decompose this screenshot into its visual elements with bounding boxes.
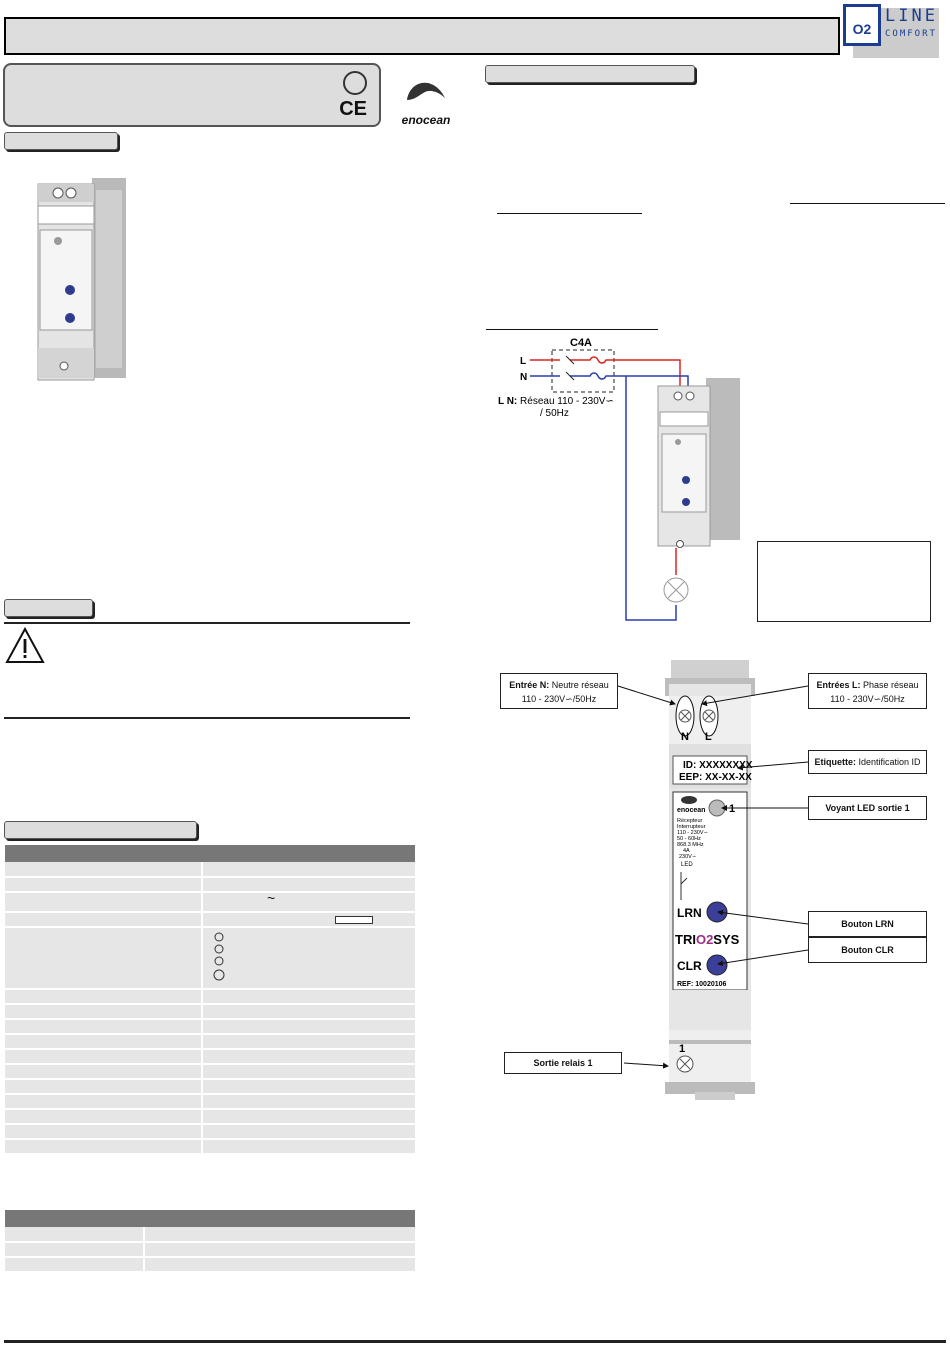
- logo-2: 2: [863, 21, 872, 37]
- callout-arrows: [617, 685, 809, 1069]
- class-circle-icon: [343, 71, 367, 95]
- led-number: 1: [729, 803, 735, 815]
- output-terminal-label: 1: [679, 1043, 685, 1055]
- neutral-wire: [530, 372, 689, 388]
- callout-lrn: Bouton LRN: [808, 911, 927, 937]
- section-tab-warning: [4, 599, 93, 617]
- device-eep-label: EEP: XX-XX-XX: [679, 772, 752, 783]
- ce-mark: CE: [339, 98, 367, 120]
- device-brand: enocean: [677, 807, 705, 814]
- device-desc-line: Interrupteur: [677, 824, 706, 830]
- text-underline: [790, 203, 945, 204]
- logo-line-text: LINE: [885, 6, 938, 26]
- spec-table-header: [5, 845, 415, 862]
- section-tab-wiring: [485, 65, 695, 83]
- o2-line-comfort-logo: O2 LINE COMFORT: [843, 4, 939, 58]
- section-tab-presentation: [4, 132, 118, 150]
- notes-box: [757, 541, 931, 622]
- terminal-l-label: L: [705, 731, 712, 743]
- product-photo: [37, 178, 126, 381]
- device-desc-line: 868.3 MHz: [677, 842, 704, 848]
- breaker-label: C4A: [570, 337, 592, 349]
- enocean-device-icon: [681, 796, 697, 804]
- enocean-logo: enocean: [396, 76, 456, 127]
- callout-led: Voyant LED sortie 1: [808, 796, 927, 820]
- wire-n-label: N: [520, 372, 527, 383]
- device-ref: REF: 10020106: [677, 981, 727, 988]
- logo-comfort-text: COMFORT: [885, 29, 937, 39]
- network-frequency: / 50Hz: [540, 408, 569, 419]
- callout-clr: Bouton CLR: [808, 937, 927, 963]
- relay-symbol-icon: [680, 872, 688, 900]
- text-underline: [486, 329, 658, 330]
- footer-rule: [4, 1340, 946, 1343]
- device-desc-line: 4A: [683, 848, 690, 854]
- ac-symbol-icon: ~: [267, 890, 276, 906]
- device-id-label: ID: XXXXXXXX: [683, 760, 753, 771]
- phase-wire: [530, 356, 681, 388]
- logo-o: O: [852, 21, 864, 37]
- device-desc-line: Récepteur: [677, 818, 703, 824]
- lrn-text: LRN: [677, 906, 702, 920]
- clr-text: CLR: [677, 959, 702, 973]
- warning-divider-bottom: [4, 717, 410, 719]
- warning-divider-top: [4, 622, 410, 624]
- page-title-bar: [4, 17, 840, 55]
- terminal-n-label: N: [681, 731, 689, 743]
- device-desc-line: 50 - 60Hz: [677, 836, 701, 842]
- product-title-box: CE: [3, 63, 381, 127]
- trio2sys-logo: TRIO2SYS: [675, 932, 740, 947]
- table2-header: [5, 1210, 415, 1227]
- wire-l-label: L: [520, 356, 526, 367]
- spec-table: ~: [5, 862, 415, 1155]
- callout-relay-output: Sortie relais 1: [504, 1052, 622, 1074]
- breaker-box: [551, 349, 615, 393]
- led-states-icon: [213, 932, 225, 981]
- callout-label: Etiquette: Identification ID: [808, 750, 927, 774]
- enocean-text: enocean: [401, 113, 451, 127]
- device-front-view: N L ID: XXXXXXXX EEP: XX-XX-XX enocean 1…: [665, 660, 755, 1100]
- section-tab-specs: [4, 821, 197, 839]
- device-desc-line: 230V∽: [679, 854, 697, 860]
- table2: [5, 1227, 415, 1273]
- lrn-button[interactable]: [706, 901, 728, 923]
- wiring-diagram: C4A L N L N: Réseau 110 - 230V∽ / 50Hz: [498, 337, 740, 621]
- warning-triangle-icon: [5, 627, 45, 663]
- clr-button[interactable]: [706, 954, 728, 976]
- network-label: L N: Réseau 110 - 230V∽: [498, 396, 614, 407]
- device-desc-line: 110 - 230V∽: [677, 830, 709, 836]
- device-led-label: LED: [681, 862, 693, 868]
- text-underline: [497, 213, 642, 214]
- enocean-swirl-icon: [407, 82, 445, 100]
